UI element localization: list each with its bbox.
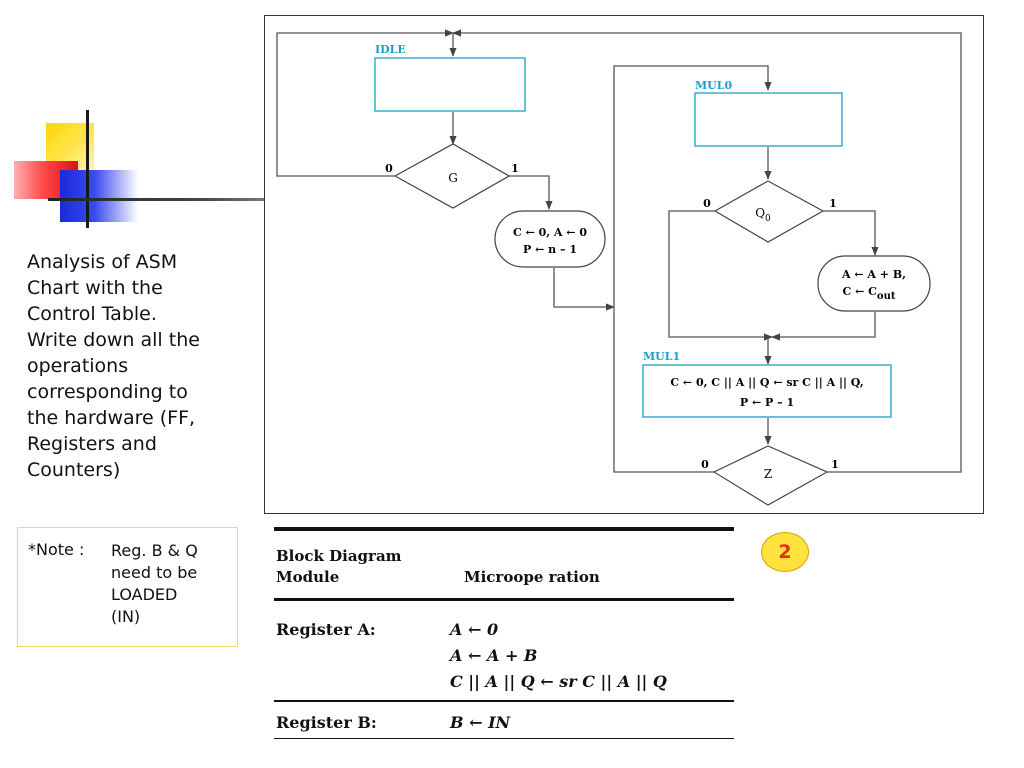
description-line: Counters)	[27, 459, 121, 481]
header-module-line1: Block Diagram	[276, 547, 402, 565]
description-line: Write down all the	[27, 329, 200, 351]
description-line: corresponding to	[27, 381, 188, 403]
q0-false-label: 0	[703, 197, 711, 210]
init-to-merge-line	[553, 268, 615, 311]
g-true-label: 1	[511, 162, 519, 175]
g-decision	[393, 143, 511, 209]
decor-vertical-line	[86, 110, 89, 228]
description-line: operations	[27, 355, 129, 377]
z-false-label: 0	[701, 458, 709, 471]
z-true-label: 1	[831, 458, 839, 471]
z-true-return-line	[452, 29, 962, 473]
description-text: Analysis of ASM Chart with the Control T…	[27, 249, 259, 483]
header-module-line2: Module	[276, 568, 340, 586]
g-decision-label: G	[448, 171, 458, 185]
q0-decision-label: Q0	[755, 206, 771, 224]
g-true-line	[509, 175, 553, 210]
q0-label-main: Q	[755, 206, 765, 220]
header-microoperation: Microope ration	[464, 568, 600, 586]
mul1-action-line1: C ← 0, C || A || Q ← sr C || A || Q,	[670, 376, 863, 389]
init-conditional-box	[494, 210, 606, 268]
row-op: C || A || Q ← sr C || A || Q	[450, 672, 667, 691]
mul1-action-line2: P ← P – 1	[740, 396, 794, 409]
description-line: Registers and	[27, 433, 157, 455]
decor-blue-square	[60, 170, 138, 222]
add-action-line1: A ← A + B,	[841, 268, 906, 281]
microoperation-table: Block Diagram Module Microope ration Reg…	[274, 527, 734, 742]
asm-chart: IDLE G 0 1 C ← 0, A ← 0 P ← n – 1 MUL0 Q…	[264, 15, 984, 514]
note-line: LOADED	[111, 585, 178, 604]
slide-number: 2	[778, 541, 792, 563]
description-line: Control Table.	[27, 303, 157, 325]
q0-label-sub: 0	[765, 214, 771, 224]
row-op: A ← A + B	[450, 646, 538, 665]
mul0-state-label: MUL0	[695, 79, 733, 92]
row-op: B ← IN	[450, 713, 511, 732]
z-false-loop-line	[613, 65, 772, 473]
add-action-line2-main: C ← C	[843, 285, 878, 298]
z-decision-label: Z	[764, 467, 772, 481]
idle-state-label: IDLE	[375, 43, 406, 56]
idle-state-box	[374, 57, 526, 112]
slide-number-badge: 2	[761, 532, 809, 572]
row-module: Register B:	[276, 713, 377, 732]
q0-true-label: 1	[829, 197, 837, 210]
add-to-merge-line	[771, 312, 876, 341]
description-line: Analysis of ASM	[27, 251, 178, 273]
note-label: *Note :	[28, 540, 85, 559]
asm-chart-svg: IDLE G 0 1 C ← 0, A ← 0 P ← n – 1 MUL0 Q…	[276, 29, 962, 506]
note-text: Reg. B & Q need to be LOADED (IN)	[111, 540, 198, 628]
note-line: (IN)	[111, 607, 141, 626]
q0-false-line	[668, 210, 773, 341]
table-header-rule	[274, 598, 734, 601]
add-action-line2: C ← Cout	[843, 285, 896, 302]
q0-decision	[713, 180, 825, 243]
mul1-state-box	[642, 364, 892, 418]
g-false-label: 0	[385, 162, 393, 175]
mul1-state-label: MUL1	[643, 350, 680, 363]
note-box: *Note : Reg. B & Q need to be LOADED (IN…	[17, 527, 238, 647]
g-false-loop-line	[276, 29, 454, 177]
row-module: Register A:	[276, 620, 376, 639]
table-row-rule	[274, 700, 734, 702]
z-decision	[712, 445, 829, 506]
table-top-rule	[274, 527, 734, 531]
table-bottom-rule	[274, 738, 734, 739]
row-op: A ← 0	[450, 620, 499, 639]
description-line: the hardware (FF,	[27, 407, 196, 429]
mul0-state-box	[694, 92, 843, 147]
description-line: Chart with the	[27, 277, 163, 299]
add-action-line2-sub: out	[877, 291, 896, 302]
add-conditional-box	[817, 255, 931, 312]
note-line: Reg. B & Q	[111, 541, 198, 560]
init-action-line1: C ← 0, A ← 0	[513, 226, 587, 239]
init-action-line2: P ← n – 1	[523, 243, 577, 256]
note-line: need to be	[111, 563, 198, 582]
decor-horizontal-line	[48, 198, 264, 201]
q0-true-line	[823, 210, 879, 256]
